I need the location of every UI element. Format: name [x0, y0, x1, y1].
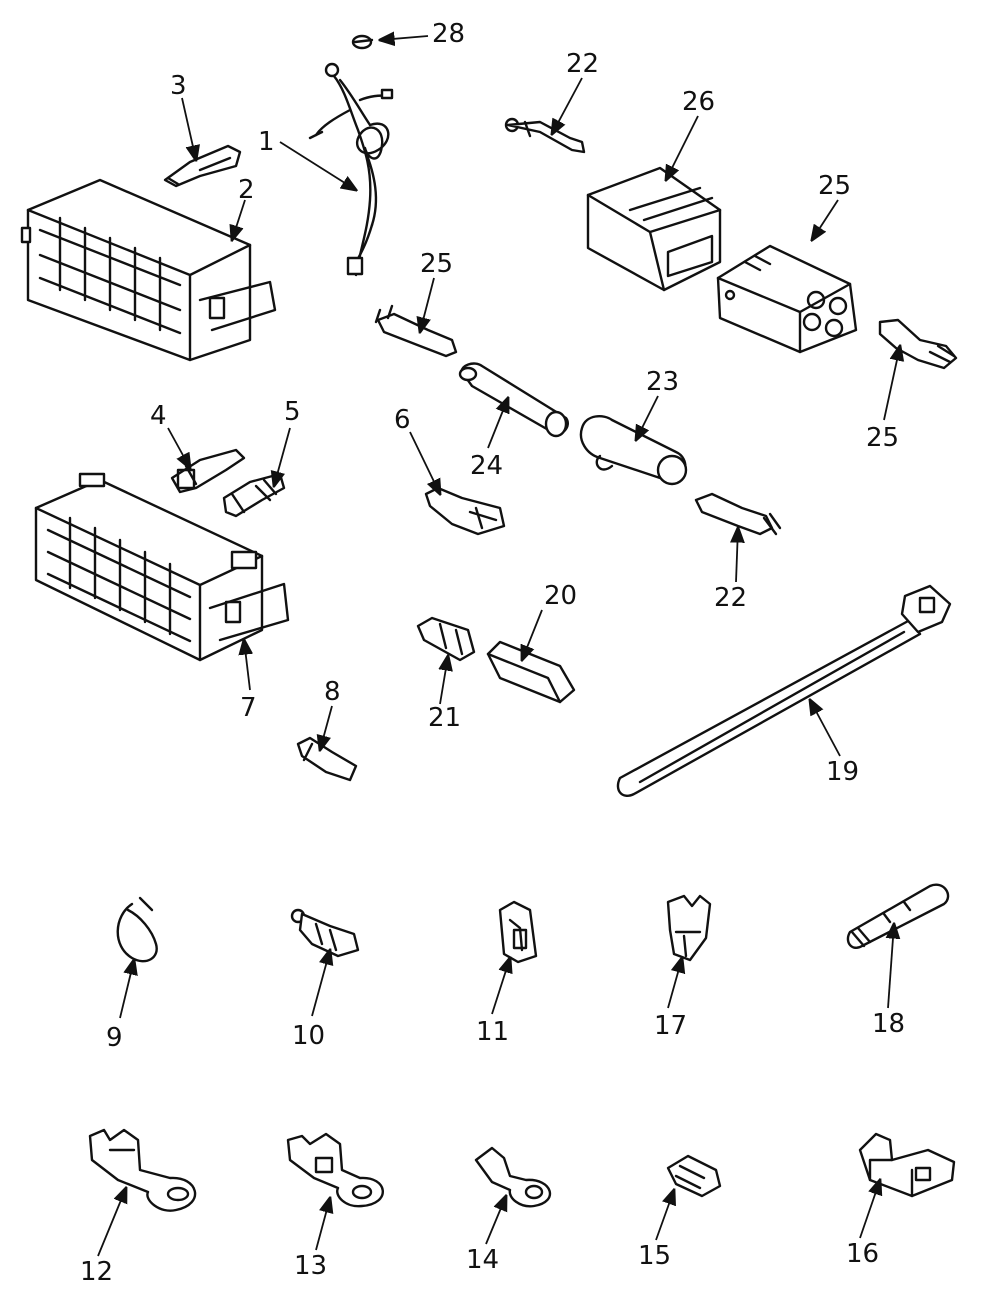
- part-terminal-15: [666, 1154, 722, 1198]
- leader-14: [485, 1196, 506, 1245]
- callout-13: 13: [294, 1251, 327, 1281]
- part-cover-20: [486, 640, 576, 704]
- leader-25-right: [883, 346, 900, 421]
- callout-22-top: 22: [566, 49, 599, 79]
- leader-22-top: [552, 77, 583, 134]
- callout-19: 19: [826, 757, 859, 787]
- leader-20: [522, 609, 543, 660]
- leader-18: [888, 924, 894, 1009]
- callout-8: 8: [324, 677, 341, 707]
- callout-5: 5: [284, 397, 301, 427]
- callout-27: 26: [682, 87, 715, 117]
- leader-22-lower: [736, 528, 738, 583]
- part-screw: [351, 34, 374, 50]
- part-terminal-11: [498, 900, 538, 964]
- callout-18: 18: [872, 1009, 905, 1039]
- part-connector-housing-2: [20, 178, 277, 362]
- callout-25-right: 25: [866, 423, 899, 453]
- part-clip-21: [416, 616, 476, 662]
- callout-20: 20: [544, 581, 577, 611]
- callout-10: 10: [292, 1021, 325, 1051]
- callout-9: 9: [106, 1023, 123, 1053]
- leader-17: [667, 958, 682, 1009]
- part-clamp-9: [116, 896, 158, 963]
- leader-1: [279, 141, 356, 190]
- callout-3: 3: [170, 71, 187, 101]
- callout-labels: 28 1 3 2 22 26 25 25 25 24 23 22 6 4 5 7…: [80, 19, 905, 1287]
- callout-25-top: 25: [420, 249, 453, 279]
- leader-16: [859, 1180, 880, 1239]
- callout-14: 14: [466, 1245, 499, 1275]
- leader-15: [655, 1190, 674, 1241]
- leader-19: [810, 700, 841, 757]
- part-terminal-3: [163, 144, 242, 188]
- part-ring-terminal-14: [474, 1146, 552, 1208]
- part-ring-terminal-12: [88, 1128, 197, 1212]
- callout-24: 24: [470, 451, 503, 481]
- leader-lines: [97, 36, 900, 1257]
- leader-7: [244, 640, 250, 691]
- part-terminal-5: [222, 472, 286, 518]
- leader-4: [167, 427, 190, 468]
- part-pin-25-right: [878, 318, 958, 370]
- part-terminal-10: [290, 908, 360, 958]
- part-terminal-6: [424, 486, 506, 536]
- part-pin-25-top: [374, 304, 458, 358]
- leader-21: [440, 656, 448, 705]
- callout-26: 25: [818, 171, 851, 201]
- leader-8: [320, 705, 333, 750]
- callout-28: 28: [432, 19, 465, 49]
- callout-2: 2: [238, 175, 255, 205]
- part-connector-housing-7: [34, 472, 290, 662]
- part-wire-harness: [308, 62, 394, 277]
- leader-27: [666, 115, 699, 180]
- callout-4: 4: [150, 401, 167, 431]
- part-ring-terminal-13: [286, 1132, 384, 1208]
- part-pin-22-lower: [694, 492, 782, 536]
- callout-23: 23: [646, 367, 679, 397]
- leader-24: [487, 398, 508, 449]
- part-pin-22-top: [504, 117, 586, 154]
- leader-3: [181, 97, 196, 160]
- part-connector-shell-27: [586, 166, 722, 292]
- callout-7: 7: [240, 693, 257, 723]
- leader-26: [812, 199, 839, 240]
- callout-22-lower: 22: [714, 583, 747, 613]
- callout-1: 1: [258, 127, 275, 157]
- leader-5: [274, 427, 291, 486]
- callout-12: 12: [80, 1257, 113, 1287]
- callout-17: 17: [654, 1011, 687, 1041]
- part-bracket-16: [858, 1132, 956, 1198]
- leader-13: [315, 1198, 330, 1251]
- part-terminal-8: [296, 736, 358, 782]
- part-terminal-18: [846, 883, 950, 949]
- part-cable-tie-19: [616, 584, 952, 797]
- leader-11: [491, 958, 510, 1015]
- leader-2: [232, 199, 246, 240]
- leader-28: [380, 36, 429, 40]
- part-plug-26: [716, 244, 858, 354]
- leader-12: [97, 1188, 126, 1257]
- leader-9: [119, 960, 134, 1019]
- leader-6: [409, 431, 440, 494]
- callout-21: 21: [428, 703, 461, 733]
- part-terminal-17: [666, 894, 712, 962]
- callout-16: 16: [846, 1239, 879, 1269]
- callout-11: 11: [476, 1017, 509, 1047]
- leader-23: [636, 395, 659, 440]
- leader-10: [311, 950, 330, 1017]
- part-sleeve-23: [579, 415, 688, 486]
- part-sleeve-24: [458, 362, 569, 438]
- callout-6: 6: [394, 405, 411, 435]
- callout-15: 15: [638, 1241, 671, 1271]
- leader-25-top: [420, 277, 435, 332]
